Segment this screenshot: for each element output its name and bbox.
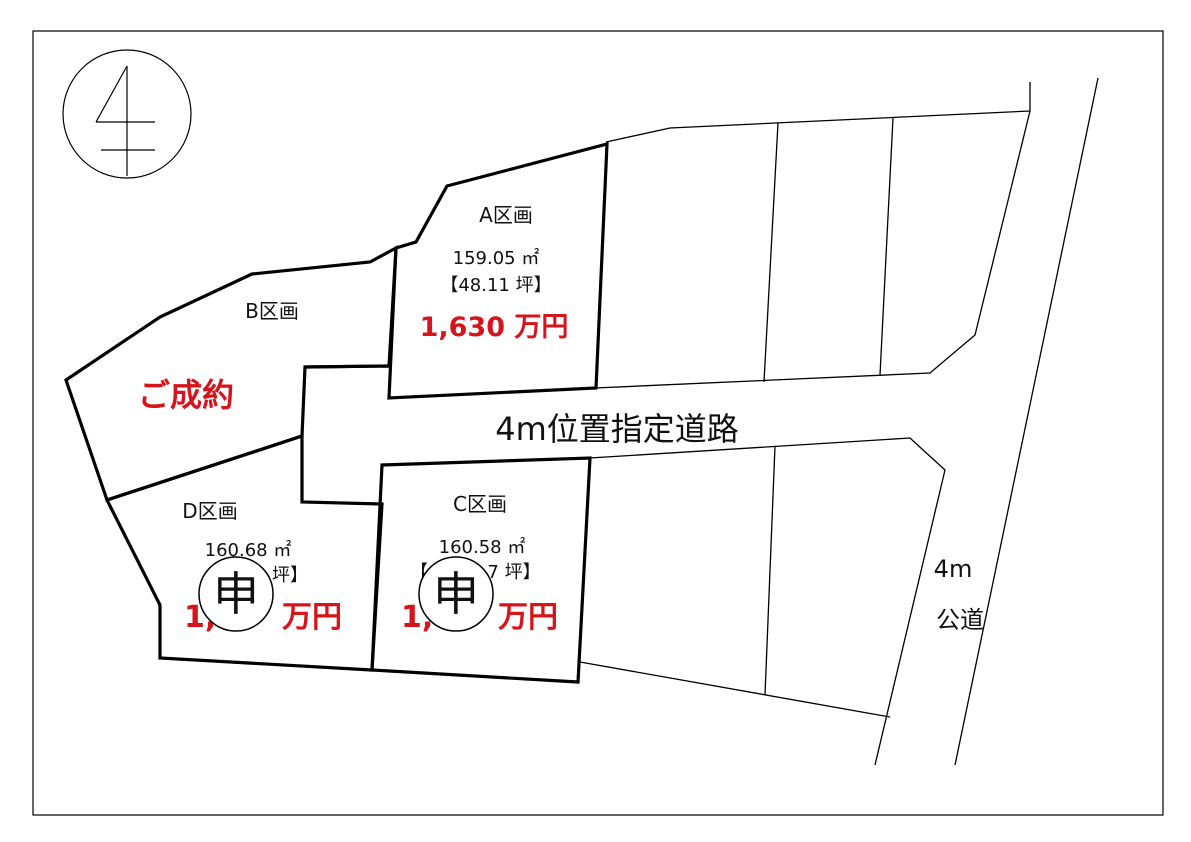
lot-d-applied-badge: 申 xyxy=(198,556,274,632)
flag-pole-boundary xyxy=(304,364,390,369)
lot-c-area: 160.58 ㎡ xyxy=(439,536,526,558)
lot-c-status: 申 xyxy=(433,567,479,621)
lot-c-name: C区画 xyxy=(453,492,507,516)
lot-d-area: 160.68 ㎡ xyxy=(205,539,292,561)
lot-a-name: A区画 xyxy=(479,203,533,227)
north-arrow-icon xyxy=(62,49,192,179)
lot-c-tsubo-tail: 7 坪】 xyxy=(487,562,540,583)
lot-d-price-tail: 万円 xyxy=(282,600,342,635)
lot-a-boundary[interactable] xyxy=(387,141,609,400)
neighbor-parcel-lines xyxy=(579,77,1099,766)
lot-b-boundary[interactable] xyxy=(64,245,398,503)
lot-d-name: D区画 xyxy=(182,499,237,523)
lot-b-name: B区画 xyxy=(245,299,299,323)
lot-a-tsubo: 【48.11 坪】 xyxy=(440,275,551,296)
map-frame xyxy=(32,30,1164,816)
lot-a-area: 159.05 ㎡ xyxy=(453,247,540,269)
lot-c-applied-badge: 申 xyxy=(418,556,494,632)
lot-a-price: 1,630 万円 xyxy=(420,312,569,343)
lot-c-boundary[interactable] xyxy=(370,456,592,684)
lot-d-status: 申 xyxy=(213,567,259,621)
lot-b-status: ご成約 xyxy=(138,376,234,414)
side-road-type: 公道 xyxy=(936,606,984,634)
lot-d-tsubo-tail: 坪】 xyxy=(272,565,308,586)
side-road-width: 4m xyxy=(934,555,973,583)
main-road-label: 4m位置指定道路 xyxy=(495,410,739,448)
lot-c-price-tail: 万円 xyxy=(498,600,558,635)
